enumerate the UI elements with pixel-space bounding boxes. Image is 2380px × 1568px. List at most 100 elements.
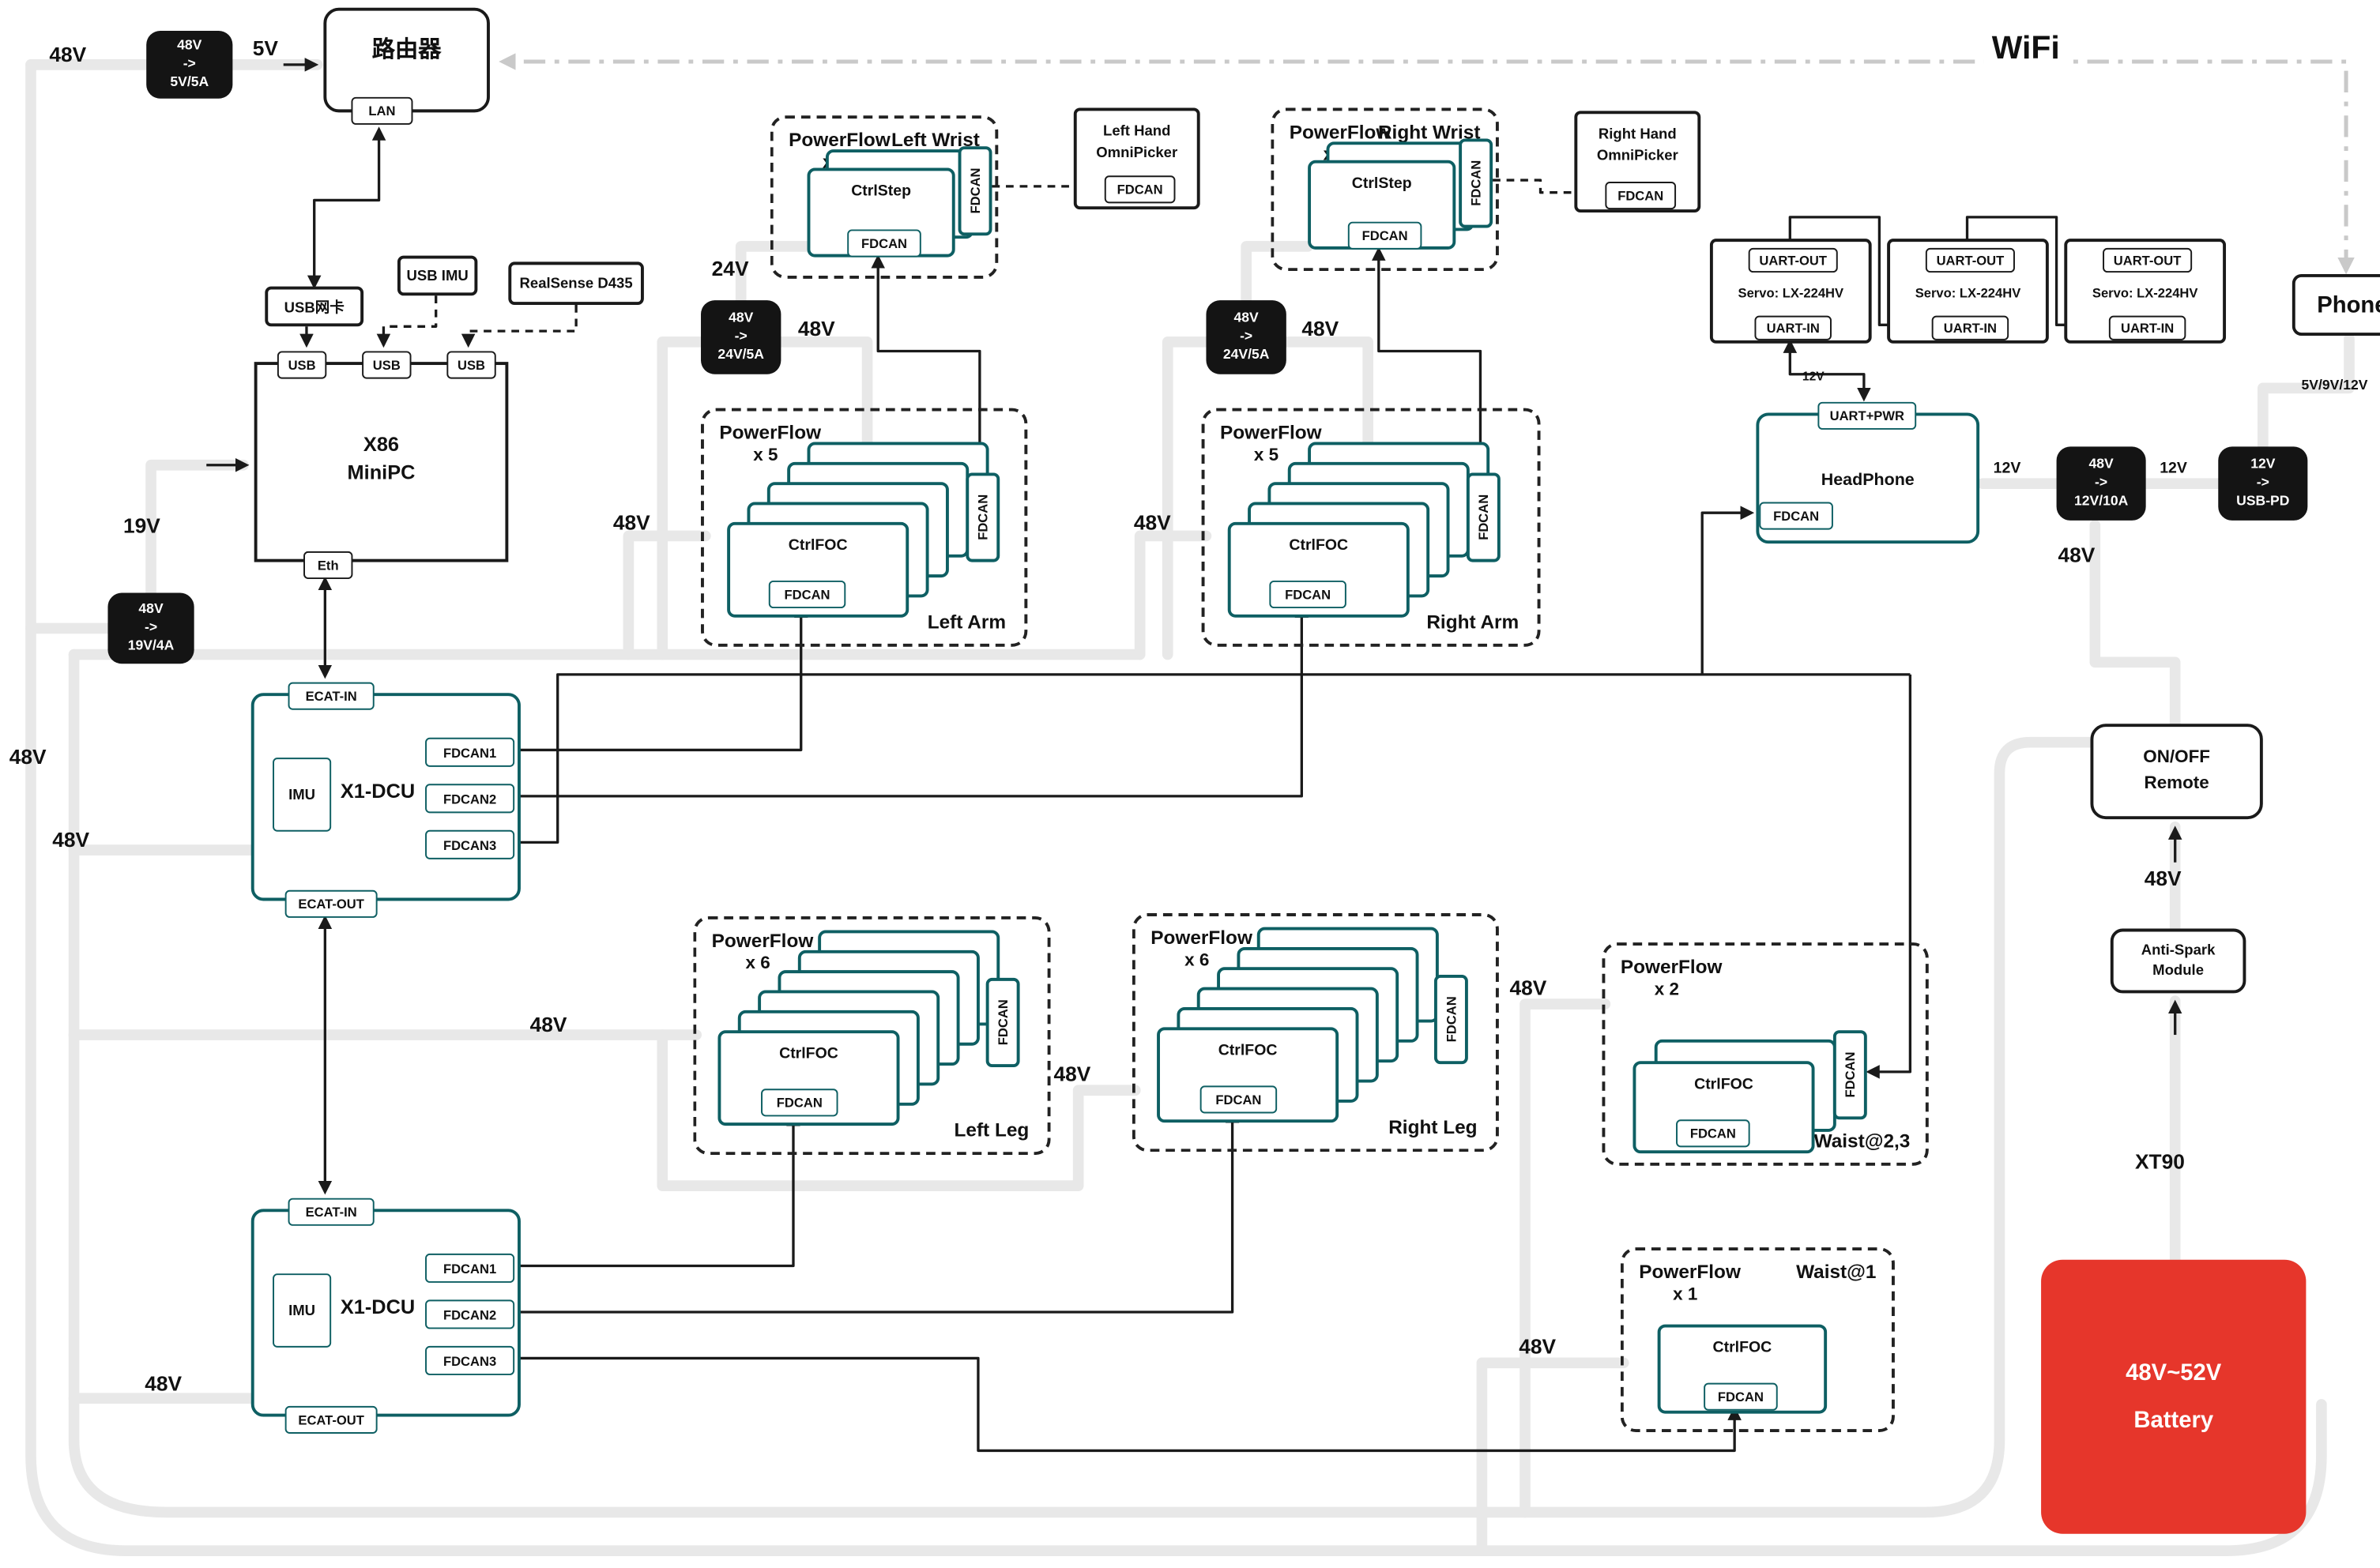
label-12v-servo: 12V (1802, 369, 1825, 384)
label-48v: 48V (2058, 543, 2096, 567)
psu-out: USB-PD (2236, 492, 2290, 509)
right-hand-omnipicker: Right Hand OmniPicker FDCAN (1574, 111, 1701, 213)
psu-in: 48V (1233, 310, 1259, 326)
realsense-label: RealSense D435 (519, 274, 633, 292)
usb-imu-label: USB IMU (406, 267, 469, 284)
hand-title-1: Right Hand (1598, 126, 1677, 144)
label-48v: 48V (9, 745, 47, 769)
uart-in-port: UART-IN (2108, 315, 2186, 340)
ecat-out-port: ECAT-OUT (284, 889, 378, 918)
anti-spark-module: Anti-Spark Module (2110, 928, 2246, 994)
fdcan3-port: FDCAN3 (425, 829, 515, 859)
powerflow-title: PowerFlow (1620, 956, 1723, 978)
fdcan2-port: FDCAN2 (425, 1299, 515, 1329)
fdcan-port: FDCAN (1605, 182, 1677, 210)
servo-name: Servo: LX-224HV (2092, 284, 2198, 301)
label-phone-feed: 5V/9V/12V (2301, 377, 2368, 393)
module-ctrlfoc: CtrlFOC FDCAN (1657, 1324, 1828, 1414)
label-48v: 48V (1509, 976, 1547, 1000)
fdcan-tab: FDCAN (985, 977, 1020, 1068)
powerflow-count: x 2 (1654, 980, 1679, 1000)
psu-out: 19V/4A (127, 637, 175, 653)
eth-port: Eth (303, 551, 353, 580)
label-48v: 48V (49, 43, 87, 66)
usb-net-label: USB网卡 (284, 300, 345, 318)
antispark-line-1: Anti-Spark (2141, 942, 2216, 959)
label-xt90: XT90 (2135, 1150, 2185, 1174)
label-48v: 48V (52, 828, 90, 852)
powerflow-count: x 1 (1673, 1285, 1698, 1305)
imu-module: IMU (273, 758, 332, 832)
label-48v: 48V (145, 1372, 183, 1396)
psu-arrow: -> (183, 55, 196, 71)
powerflow-left-wrist: PowerFlow x 2 Left Wrist CtrlStep FDCAN … (770, 115, 999, 279)
uart-in-port: UART-IN (1931, 315, 2009, 340)
psu-in: 12V (2250, 456, 2276, 472)
powerflow-name: Right Leg (1388, 1116, 1478, 1138)
usb-port-3: USB (446, 351, 496, 379)
phone-label: Phone (2317, 291, 2380, 318)
psu-48v-to-24v-left: 48V -> 24V/5A (701, 300, 781, 374)
battery: 48V~52V Battery (2041, 1259, 2307, 1534)
label-48v: 48V (612, 511, 650, 535)
psu-48v-to-19v: 48V -> 19V/4A (107, 592, 194, 664)
powerflow-waist-1: PowerFlow x 1 Waist@1 CtrlFOC FDCAN (1620, 1247, 1895, 1433)
module-label: CtrlStep (1351, 175, 1412, 193)
psu-out: 24V/5A (717, 346, 764, 362)
module-ctrlfoc: CtrlFOC FDCAN (1227, 521, 1410, 618)
usb-port-2: USB (362, 351, 412, 379)
uart-in-port: UART-IN (1754, 315, 1832, 340)
fdcan-tab-label: FDCAN (1443, 996, 1459, 1043)
fdcan-port: FDCAN (761, 1089, 838, 1117)
ecat-in-port: ECAT-IN (288, 682, 375, 710)
battery-line-1: 48V~52V (2126, 1359, 2222, 1386)
module-ctrlfoc: CtrlFOC FDCAN (727, 521, 909, 618)
fdcan-tab: FDCAN (1466, 472, 1501, 562)
label-12v: 12V (1993, 460, 2021, 478)
module-ctrlstep: CtrlStep FDCAN (807, 167, 955, 258)
psu-12v-to-usbpd: 12V -> USB-PD (2218, 446, 2308, 521)
powerflow-count: x 6 (745, 954, 770, 974)
psu-out: 24V/5A (1222, 346, 1270, 362)
label-48v: 48V (529, 1013, 567, 1037)
fdcan-port: FDCAN (1104, 175, 1176, 204)
powerflow-name: Left Arm (927, 611, 1007, 634)
minipc: USB USB USB X86 MiniPC Eth (254, 351, 509, 580)
fdcan-port: FDCAN (847, 229, 921, 258)
battery-line-2: Battery (2133, 1407, 2214, 1434)
outer-48v-loop (25, 59, 2327, 1556)
fdcan2-port: FDCAN2 (425, 784, 515, 814)
powerflow-title: PowerFlow (719, 422, 822, 444)
module-label: CtrlFOC (1289, 537, 1349, 555)
fdcan-tab-label: FDCAN (995, 999, 1011, 1046)
psu-out: 12V/10A (2073, 492, 2129, 509)
minipc-title-1: X86 (363, 432, 400, 457)
psu-arrow: -> (734, 328, 748, 344)
dcu-title: X1-DCU (340, 779, 416, 803)
servo-box-3: UART-OUT Servo: LX-224HV UART-IN (2064, 239, 2227, 344)
label-5v: 5V (252, 36, 278, 61)
hand-title-2: OmniPicker (1096, 145, 1178, 162)
uart-pwr-port: UART+PWR (1817, 401, 1917, 430)
left-hand-omnipicker: Left Hand OmniPicker FDCAN (1073, 107, 1200, 210)
module-ctrlfoc: CtrlFOC FDCAN (717, 1030, 900, 1126)
hand-title-1: Left Hand (1103, 122, 1171, 141)
powerflow-title: PowerFlow (1289, 122, 1391, 144)
powerflow-count: x 5 (753, 446, 778, 465)
label-48v: 48V (1301, 317, 1339, 340)
powerflow-right-wrist: PowerFlow x 2 Right Wrist CtrlStep FDCAN… (1271, 107, 1499, 272)
usb-port-1: USB (277, 351, 327, 379)
fdcan-port: FDCAN (1759, 502, 1833, 530)
psu-48v-to-12v: 48V -> 12V/10A (2056, 446, 2146, 521)
powerflow-right-leg: PowerFlow x 6 Right Leg CtrlFOC FDCAN FD… (1132, 913, 1499, 1152)
uart-out-port: UART-OUT (1748, 247, 1838, 273)
powerflow-left-arm: PowerFlow x 5 Left Arm CtrlFOC FDCAN FDC… (701, 408, 1028, 647)
uart-out-port: UART-OUT (1925, 247, 2015, 273)
psu-arrow: -> (2095, 474, 2108, 491)
powerflow-title: PowerFlow (1220, 422, 1322, 444)
psu-arrow: -> (144, 619, 158, 635)
headphone-title: HeadPhone (1821, 471, 1915, 490)
psu-in: 48V (729, 310, 754, 326)
servo-box-2: UART-OUT Servo: LX-224HV UART-IN (1887, 239, 2049, 344)
fdcan-tab-label: FDCAN (1467, 160, 1484, 206)
